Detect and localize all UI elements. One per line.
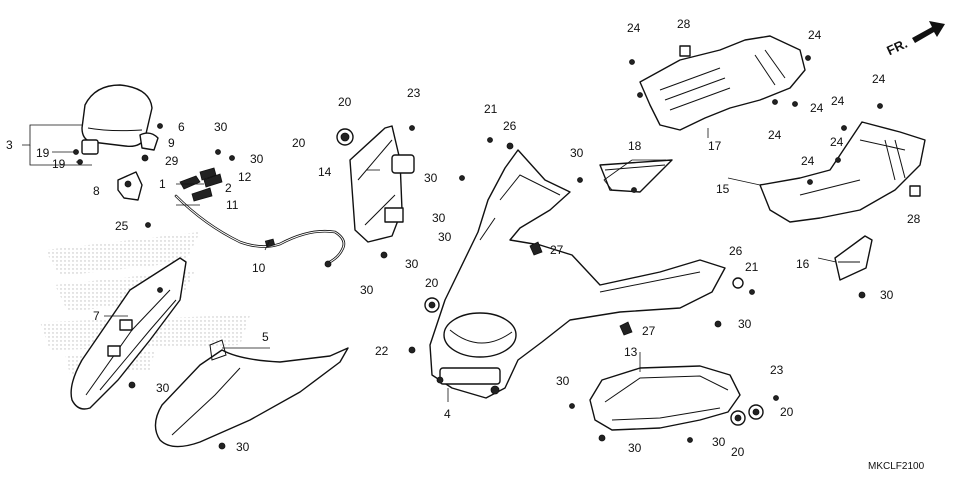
part-17-upper-cover xyxy=(629,35,811,131)
callout-24: 24 xyxy=(810,101,824,115)
part-4-front-inner-cover xyxy=(408,137,755,399)
callout-6: 6 xyxy=(178,120,185,134)
front-direction-arrow: FR. xyxy=(884,21,945,58)
callout-30: 30 xyxy=(250,152,264,166)
callout-4: 4 xyxy=(444,407,451,421)
callout-30: 30 xyxy=(438,230,452,244)
callout-20: 20 xyxy=(292,136,306,150)
callout-30: 30 xyxy=(880,288,894,302)
callout-20: 20 xyxy=(338,95,352,109)
callout-24: 24 xyxy=(801,154,815,168)
callout-20: 20 xyxy=(780,405,794,419)
callout-15: 15 xyxy=(716,182,730,196)
part-8-bracket xyxy=(117,171,151,228)
callout-19: 19 xyxy=(36,146,50,160)
callout-30: 30 xyxy=(360,283,374,297)
callout-30: 30 xyxy=(405,257,419,271)
callout-26: 26 xyxy=(503,119,517,133)
callout-21: 21 xyxy=(484,102,498,116)
callout-28: 28 xyxy=(907,212,921,226)
callout-8: 8 xyxy=(93,184,100,198)
callout-25: 25 xyxy=(115,219,129,233)
callout-30: 30 xyxy=(628,441,642,455)
callout-9: 9 xyxy=(168,136,175,150)
callout-23: 23 xyxy=(407,86,421,100)
diagram-code: MKCLF2100 xyxy=(868,461,925,472)
callout-30: 30 xyxy=(738,317,752,331)
callout-14: 14 xyxy=(318,165,332,179)
callout-22: 22 xyxy=(375,344,389,358)
callout-13: 13 xyxy=(624,345,638,359)
callout-leaders xyxy=(22,124,837,402)
callout-30: 30 xyxy=(424,171,438,185)
part-5-lower-cover xyxy=(154,339,349,450)
callout-24: 24 xyxy=(768,128,782,142)
direction-label: FR. xyxy=(884,36,909,58)
callout-7: 7 xyxy=(93,309,100,323)
part-7-left-side-cover xyxy=(70,257,187,410)
part-13-lower-right-cover xyxy=(569,365,779,443)
callout-28: 28 xyxy=(677,17,691,31)
callout-24: 24 xyxy=(830,135,844,149)
callout-24: 24 xyxy=(627,21,641,35)
callout-3: 3 xyxy=(6,138,13,152)
callout-23: 23 xyxy=(770,363,784,377)
callout-29: 29 xyxy=(165,154,179,168)
callout-10: 10 xyxy=(252,261,266,275)
callout-30: 30 xyxy=(156,381,170,395)
callout-24: 24 xyxy=(808,28,822,42)
callout-27: 27 xyxy=(550,243,564,257)
callout-27: 27 xyxy=(642,324,656,338)
callout-30: 30 xyxy=(432,211,446,225)
callout-16: 16 xyxy=(796,257,810,271)
callout-30: 30 xyxy=(712,435,726,449)
callout-1: 1 xyxy=(159,177,166,191)
callout-12: 12 xyxy=(238,170,252,184)
part-14-inner-panel xyxy=(336,125,415,259)
part-10-release-cable xyxy=(174,194,346,268)
callout-2: 2 xyxy=(225,181,232,195)
callout-30: 30 xyxy=(570,146,584,160)
callout-18: 18 xyxy=(628,139,642,153)
callout-21: 21 xyxy=(745,260,759,274)
callout-19: 19 xyxy=(52,157,66,171)
part-16-bracket xyxy=(834,235,873,299)
callout-20: 20 xyxy=(425,276,439,290)
part-15-side-cover xyxy=(759,103,926,223)
callout-17: 17 xyxy=(708,139,722,153)
callout-26: 26 xyxy=(729,244,743,258)
arrow-icon xyxy=(912,21,945,43)
callout-labels: 3 19 19 6 9 29 8 25 30 30 12 1 2 11 10 7… xyxy=(6,17,921,459)
callout-30: 30 xyxy=(214,120,228,134)
callout-30: 30 xyxy=(556,374,570,388)
callout-30: 30 xyxy=(236,440,250,454)
part-3-seat-pad xyxy=(73,84,163,165)
part-18-bracket xyxy=(577,159,673,193)
callout-24: 24 xyxy=(831,94,845,108)
callout-20: 20 xyxy=(731,445,745,459)
callout-11: 11 xyxy=(226,198,239,212)
parts-1-2-11-12-slider-set xyxy=(179,149,235,202)
callout-5: 5 xyxy=(262,330,269,344)
callout-24: 24 xyxy=(872,72,886,86)
